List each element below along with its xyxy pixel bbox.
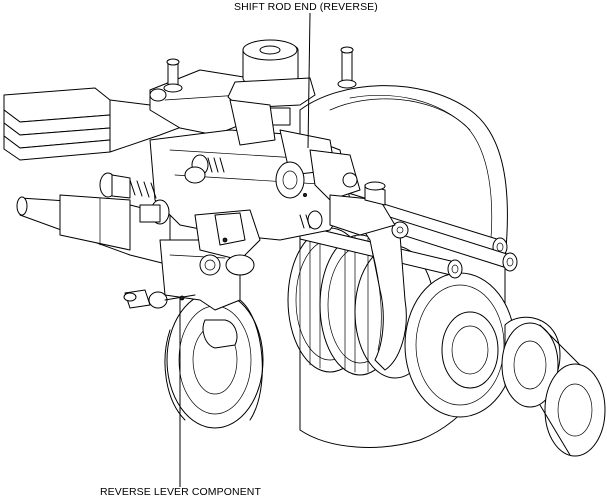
detent-springs — [99, 154, 323, 230]
shift-mechanism-block — [149, 99, 396, 241]
leader-line-shift-rod-end — [307, 12, 311, 149]
reverse-lever-component — [123, 209, 261, 349]
callout-reverse-lever-component: REVERSE LEVER COMPONENT — [100, 486, 261, 498]
top-studs — [163, 46, 357, 93]
dark-accents — [179, 192, 307, 301]
main-shaft — [16, 194, 171, 266]
callout-shift-rod-end-reverse: SHIFT ROD END (REVERSE) — [234, 1, 378, 13]
reverse-shift-rod-end — [227, 39, 316, 126]
output-hub — [404, 272, 606, 457]
